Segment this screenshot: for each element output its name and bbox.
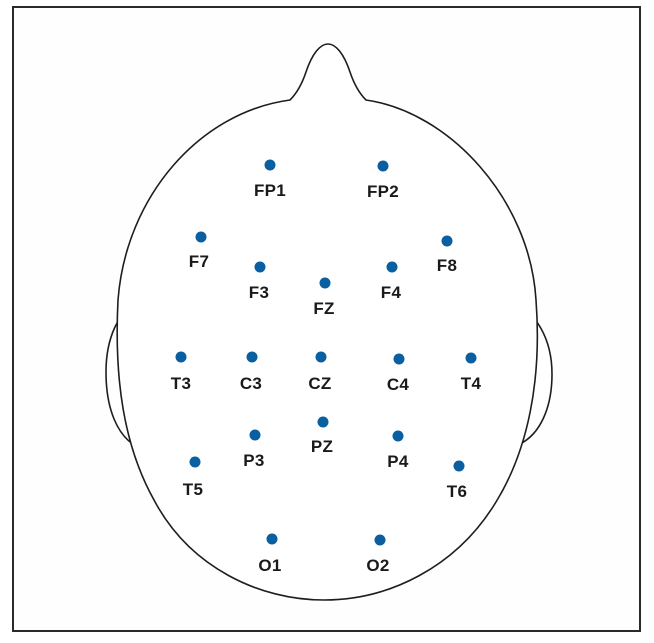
electrode-o1-label: O1: [258, 556, 281, 575]
electrode-o1-dot: [267, 534, 278, 545]
electrode-cz-label: CZ: [308, 374, 331, 393]
electrode-t3-dot: [176, 352, 187, 363]
head-outline: [117, 44, 537, 600]
electrode-f4-label: F4: [381, 283, 402, 302]
electrode-t5-label: T5: [183, 480, 203, 499]
electrode-fp1-dot: [265, 160, 276, 171]
electrode-pz-dot: [318, 417, 329, 428]
electrode-f3-dot: [255, 262, 266, 273]
electrode-t6-label: T6: [447, 482, 467, 501]
electrode-fp1-label: FP1: [254, 181, 286, 200]
electrode-f7-label: F7: [189, 252, 209, 271]
electrode-f4-dot: [387, 262, 398, 273]
electrode-fz-label: FZ: [313, 299, 334, 318]
electrode-o2-label: O2: [366, 556, 389, 575]
electrode-t5-dot: [190, 457, 201, 468]
electrode-fp2-label: FP2: [367, 182, 399, 201]
electrode-t4-label: T4: [461, 374, 482, 393]
electrode-cz-dot: [316, 352, 327, 363]
electrode-c4-dot: [394, 354, 405, 365]
electrode-pz-label: PZ: [311, 437, 333, 456]
electrode-p3-label: P3: [243, 451, 264, 470]
electrode-c3-dot: [247, 352, 258, 363]
electrode-t3-label: T3: [171, 374, 191, 393]
electrode-o2-dot: [375, 535, 386, 546]
electrode-p4-dot: [393, 431, 404, 442]
electrode-c4-label: C4: [387, 375, 410, 394]
electrode-p4-label: P4: [387, 452, 409, 471]
electrode-c3-label: C3: [240, 374, 262, 393]
electrode-f7-dot: [196, 232, 207, 243]
electrode-f3-label: F3: [249, 283, 269, 302]
electrode-f8-dot: [442, 236, 453, 247]
electrode-t6-dot: [454, 461, 465, 472]
electrode-f8-label: F8: [437, 256, 457, 275]
electrode-t4-dot: [466, 353, 477, 364]
electrode-p3-dot: [250, 430, 261, 441]
electrode-fp2-dot: [378, 161, 389, 172]
electrode-fz-dot: [320, 278, 331, 289]
